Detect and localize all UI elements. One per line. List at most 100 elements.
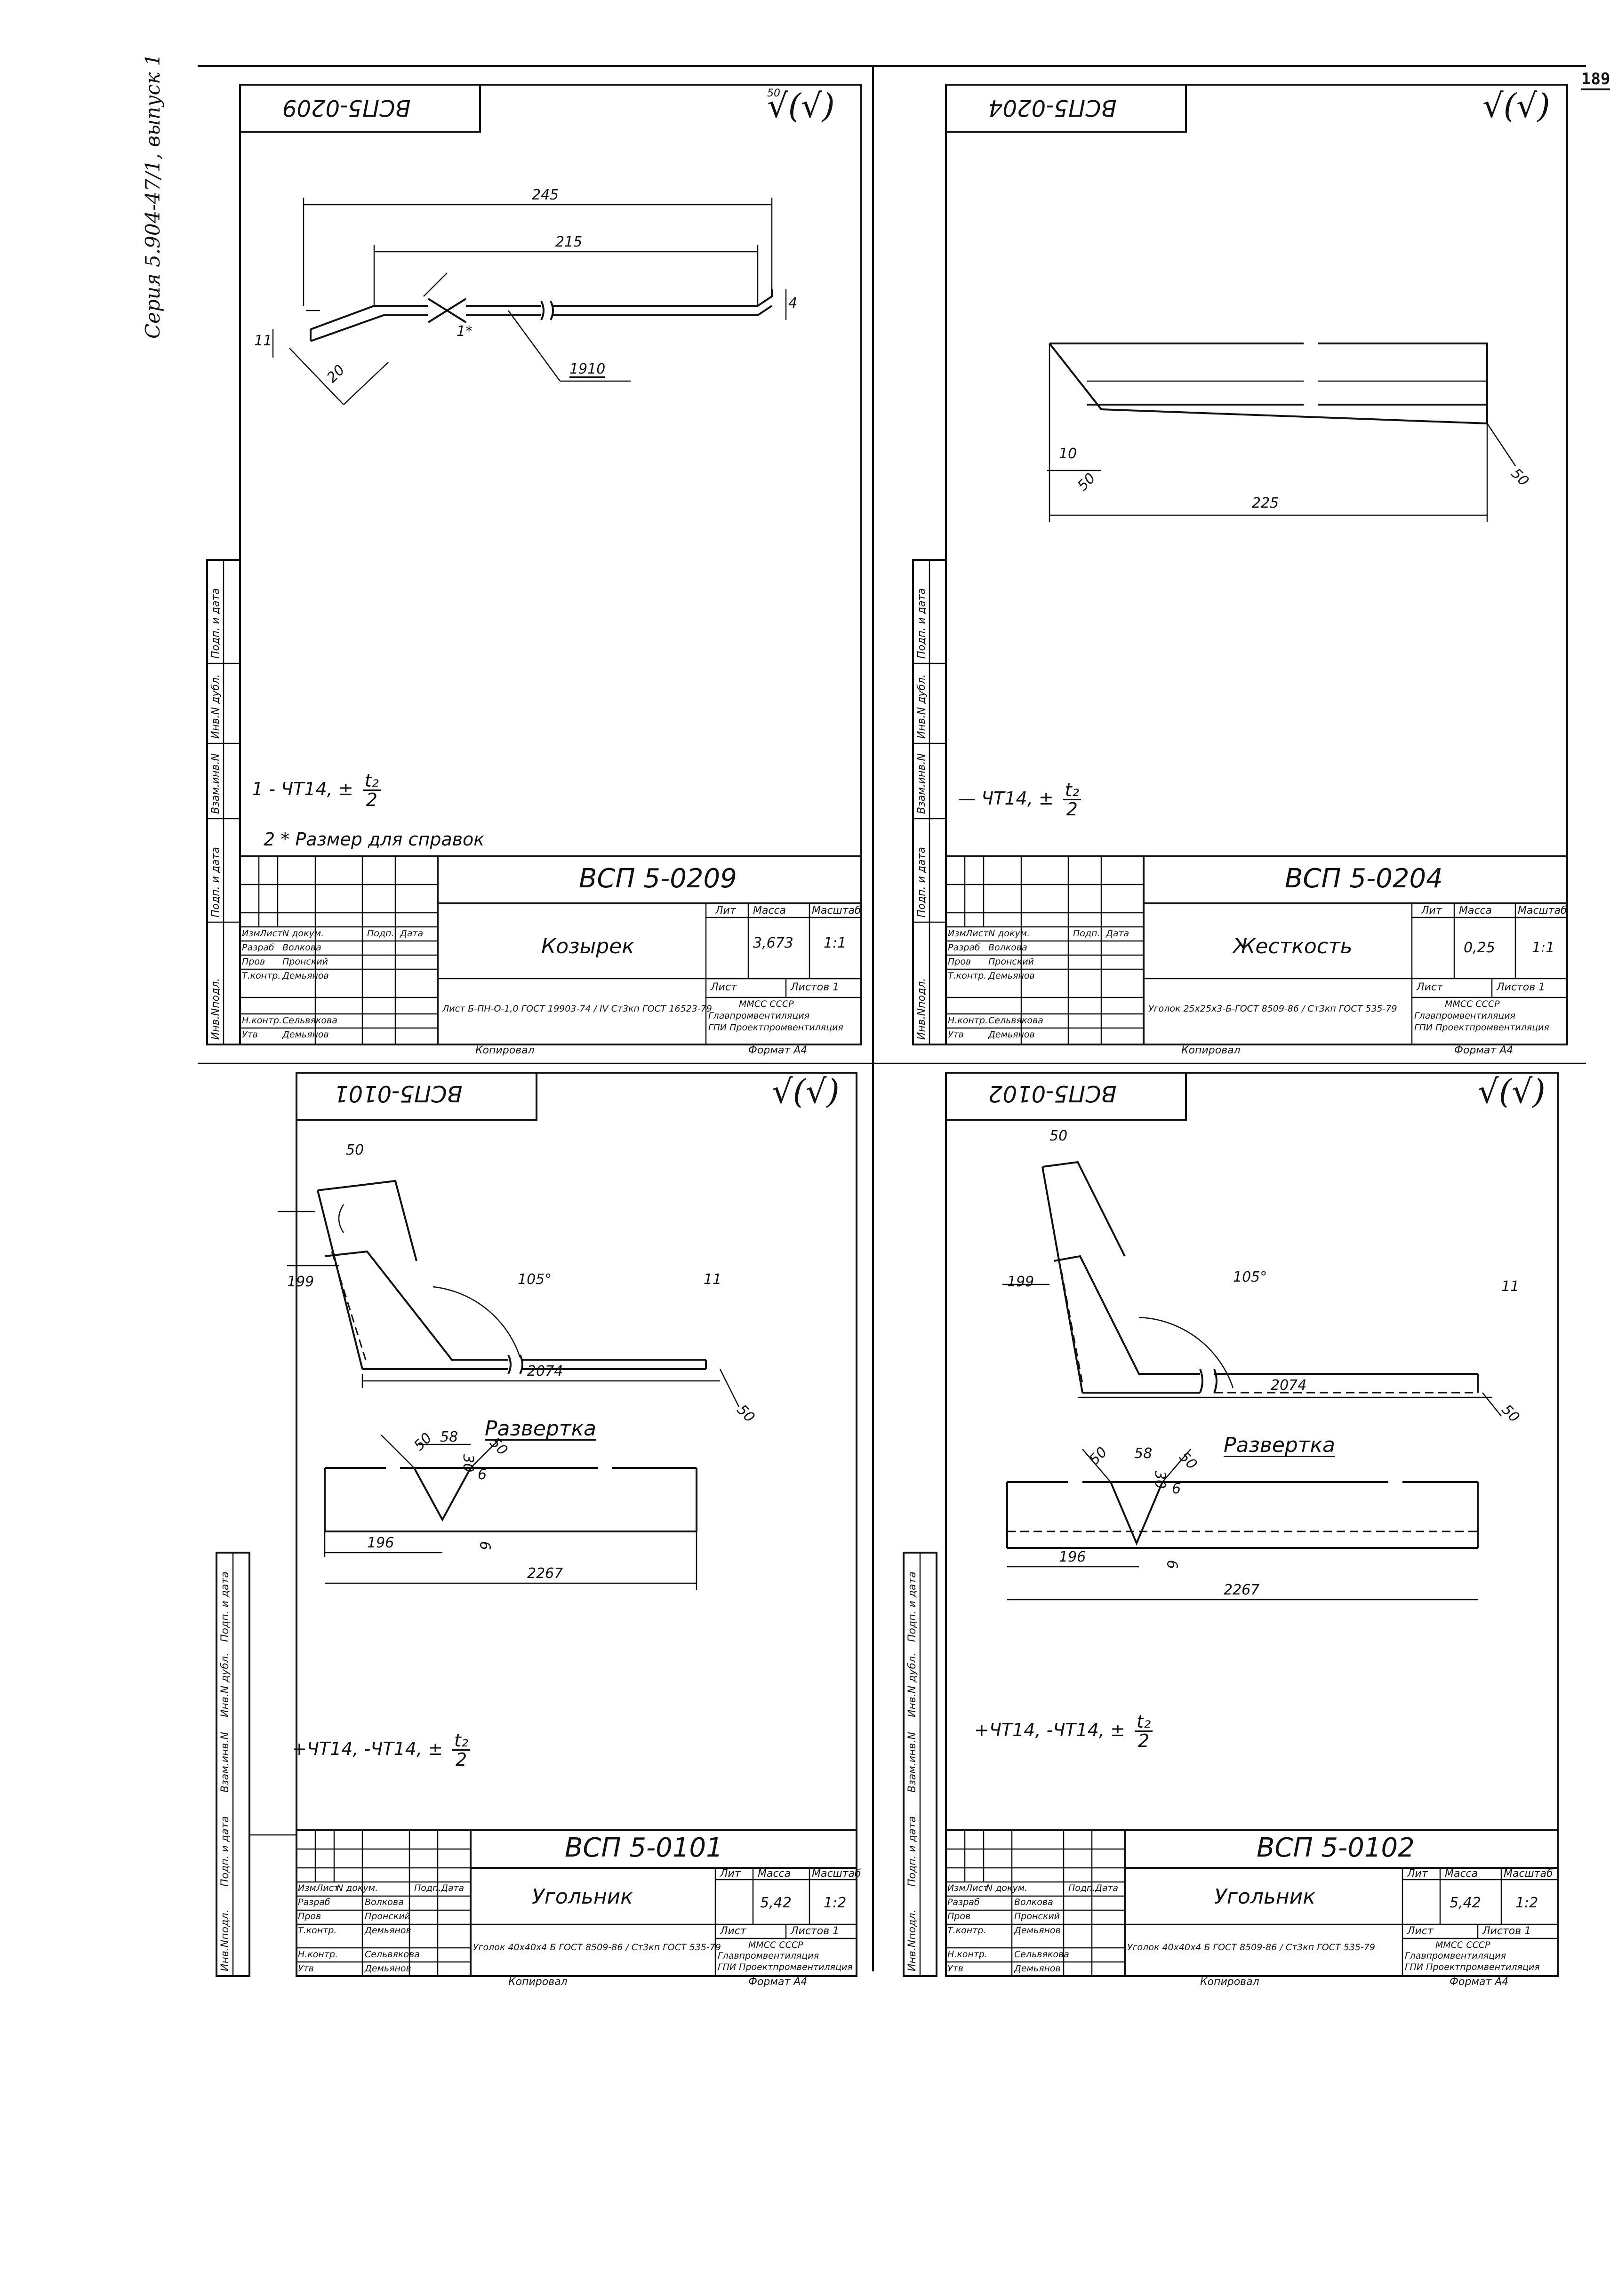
- roughness-mark: √(√): [1478, 1072, 1546, 1111]
- hdr-list: Лист: [1417, 981, 1443, 993]
- material: Уголок 40х40х4 Б ГОСТ 8509-86 / Ст3кп ГО…: [1127, 1942, 1375, 1953]
- r-nkontr: Н.контр.: [948, 1015, 988, 1026]
- dim-2267: 2267: [527, 1565, 563, 1582]
- p-utv: Демьянов: [365, 1963, 411, 1974]
- side-label-5: Подп. и дата: [916, 588, 928, 659]
- r-utv: Утв: [242, 1029, 258, 1040]
- h-list: Лист: [260, 928, 283, 939]
- r-razrab: Разраб: [242, 942, 274, 953]
- p-razrab: Волкова: [365, 1897, 404, 1907]
- dim-2074: 2074: [1271, 1377, 1307, 1394]
- org-3: ГПИ Проектпромвентиляция: [708, 1022, 843, 1033]
- h-izm: Изм: [298, 1883, 316, 1893]
- side-label-5: Подп. и дата: [210, 588, 222, 659]
- sheet-0102-drawing: [903, 1072, 1559, 1977]
- dim-1910: 1910: [569, 361, 606, 378]
- dim-2267: 2267: [1224, 1582, 1260, 1598]
- r-tkontr: Т.контр.: [948, 971, 987, 981]
- org-2: Главпромвентиляция: [708, 1011, 810, 1021]
- p-prov: Пронский: [988, 957, 1034, 967]
- part-name: Жесткость: [1233, 934, 1353, 958]
- h-list: Лист: [966, 928, 989, 939]
- stamp-code: ВСП5-0102: [988, 1080, 1117, 1107]
- hdr-mass: Масса: [753, 905, 786, 917]
- side-label-1: Инв.Nподл.: [916, 978, 928, 1040]
- org-1: ММСС СССР: [748, 1940, 803, 1950]
- footer-copied: Копировал: [1200, 1976, 1259, 1988]
- r-prov: Пров: [948, 957, 971, 967]
- hdr-mass: Масса: [1459, 905, 1492, 917]
- hdr-lists: Листов 1: [1482, 1925, 1531, 1937]
- p-nkontr: Сельвякова: [282, 1015, 337, 1026]
- hdr-scale: Масштаб: [1518, 905, 1567, 917]
- p-utv: Демьянов: [282, 1029, 329, 1040]
- h-date: Дата: [441, 1883, 465, 1893]
- org-2: Главпромвентиляция: [1405, 1951, 1506, 1961]
- footer-copied: Копировал: [508, 1976, 568, 1988]
- side-label-3: Взам.инв.N: [210, 753, 222, 814]
- side-label-2: Подп. и дата: [210, 847, 222, 917]
- r-nkontr: Н.контр.: [947, 1949, 988, 1960]
- r-prov: Пров: [298, 1911, 321, 1921]
- side-label-2: Подп. и дата: [916, 847, 928, 917]
- p-nkontr: Сельвякова: [365, 1949, 420, 1960]
- scale-value: 1:1: [1532, 940, 1555, 956]
- stamp-code: ВСП5-0101: [334, 1080, 463, 1107]
- r-tkontr: Т.контр.: [947, 1925, 986, 1936]
- side-label-4: Инв.N дубл.: [906, 1652, 918, 1717]
- part-name: Угольник: [532, 1885, 633, 1909]
- p-tkontr: Демьянов: [988, 971, 1035, 981]
- r-utv: Утв: [947, 1963, 963, 1974]
- dim-225: 225: [1252, 495, 1279, 511]
- dim-1-star: 1*: [457, 323, 473, 340]
- org-1: ММСС СССР: [1445, 999, 1500, 1009]
- dim-196: 196: [1059, 1549, 1086, 1565]
- razvertka-label: Развертка: [1224, 1433, 1335, 1457]
- roughness-mark: √(√): [772, 1072, 840, 1111]
- hdr-list: Лист: [720, 1925, 746, 1937]
- drawing-code: ВСП 5-0204: [1285, 863, 1443, 894]
- scale-value: 1:1: [824, 935, 847, 951]
- footer-copied: Копировал: [1181, 1044, 1241, 1056]
- r-razrab: Разраб: [947, 1897, 980, 1907]
- side-label-5: Подп. и дата: [219, 1571, 231, 1642]
- dim-215: 215: [555, 234, 583, 250]
- dim-6b: 6: [1163, 1560, 1180, 1569]
- hdr-scale: Масштаб: [812, 905, 861, 917]
- p-utv: Демьянов: [1014, 1963, 1061, 1974]
- p-tkontr: Демьянов: [1014, 1925, 1061, 1936]
- footer-format: Формат А4: [1454, 1044, 1514, 1056]
- p-tkontr: Демьянов: [365, 1925, 411, 1936]
- p-razrab: Волкова: [282, 942, 321, 953]
- dim-50-top: 50: [1049, 1128, 1068, 1144]
- sheet-0101-drawing: [216, 1072, 857, 1977]
- sheet-0101: ВСП5-0101 √(√) 50 199 105° 11 2074 50 Ра…: [207, 1068, 875, 1990]
- side-label-5: Подп. и дата: [906, 1571, 918, 1642]
- side-label-3: Взам.инв.N: [219, 1732, 231, 1793]
- part-name: Угольник: [1214, 1885, 1315, 1909]
- r-utv: Утв: [948, 1029, 964, 1040]
- sheet-0204: ВСП5-0204 √(√) 10 225 50 50 — ЧТ14, ± t₂…: [880, 75, 1581, 1056]
- dim-50-top: 50: [346, 1142, 364, 1158]
- org-1: ММСС СССР: [1435, 1940, 1490, 1950]
- h-doc: N докум.: [282, 928, 324, 939]
- p-nkontr: Сельвякова: [988, 1015, 1043, 1026]
- stamp-code: ВСП5-0204: [988, 95, 1117, 121]
- h-date: Дата: [1106, 928, 1129, 939]
- sheet-0209-drawing: [206, 84, 862, 1045]
- hdr-lists: Листов 1: [1497, 981, 1546, 993]
- p-prov: Пронский: [282, 957, 328, 967]
- dim-6: 6: [478, 1467, 487, 1483]
- drawing-code: ВСП 5-0101: [565, 1833, 723, 1863]
- dim-6: 6: [1172, 1481, 1181, 1497]
- p-tkontr: Демьянов: [282, 971, 329, 981]
- hdr-lit: Лит: [720, 1868, 741, 1880]
- hdr-mass: Масса: [758, 1868, 791, 1880]
- sheet-0102: ВСП5-0102 √(√) 50 199 105° 11 2074 50 Ра…: [894, 1068, 1591, 1990]
- side-label-1: Инв.Nподл.: [906, 1909, 918, 1971]
- side-label-1: Инв.Nподл.: [210, 978, 222, 1040]
- h-doc: N докум.: [988, 928, 1030, 939]
